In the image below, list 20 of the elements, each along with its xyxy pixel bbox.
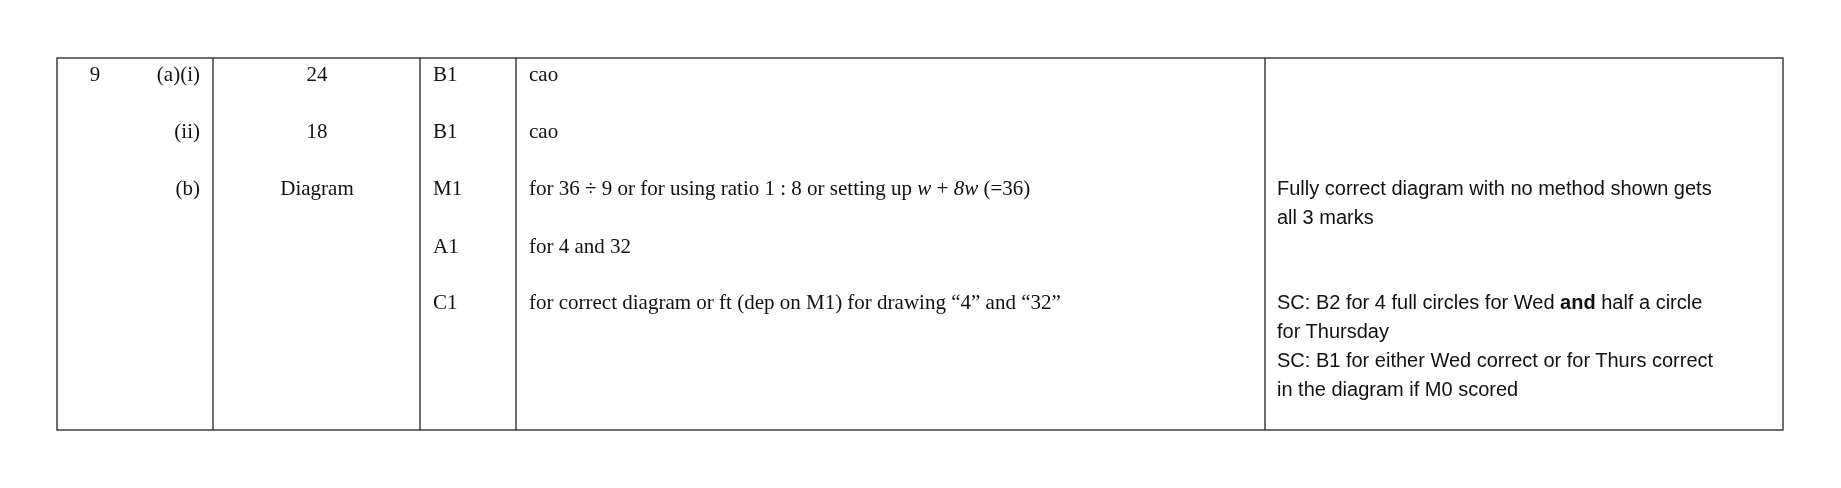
question-number: 9	[89, 61, 101, 88]
note-text: SC: B1 for either Wed correct or for Thurs correct in the diagram if M0 scored	[1277, 348, 1715, 402]
note-text: SC: B2 for 4 full circles for Wed and half a circle for Thursday	[1277, 290, 1704, 344]
answer-text: 24	[306, 61, 328, 88]
part-label: (ii)	[174, 118, 200, 145]
guidance-text: cao	[529, 61, 559, 88]
mark-code: A1	[433, 233, 459, 260]
answer-text: Diagram	[280, 175, 354, 202]
answer-text: 18	[306, 118, 328, 145]
part-label: (a)(i)	[156, 61, 200, 88]
part-label: (b)	[175, 175, 200, 202]
note-text: Fully correct diagram with no method shown gets all 3 marks	[1277, 176, 1713, 230]
guidance-text: for 36 ÷ 9 or for using ratio 1 : 8 or setting up w + 8w (=36)	[529, 175, 1031, 202]
guidance-text: cao	[529, 118, 559, 145]
guidance-text: for correct diagram or ft (dep on M1) for drawing “4” and “32”	[529, 289, 1061, 316]
mark-code: C1	[433, 289, 458, 316]
mark-code: B1	[433, 61, 458, 88]
mark-code: B1	[433, 118, 458, 145]
mark-code: M1	[433, 175, 463, 202]
guidance-text: for 4 and 32	[529, 233, 632, 260]
